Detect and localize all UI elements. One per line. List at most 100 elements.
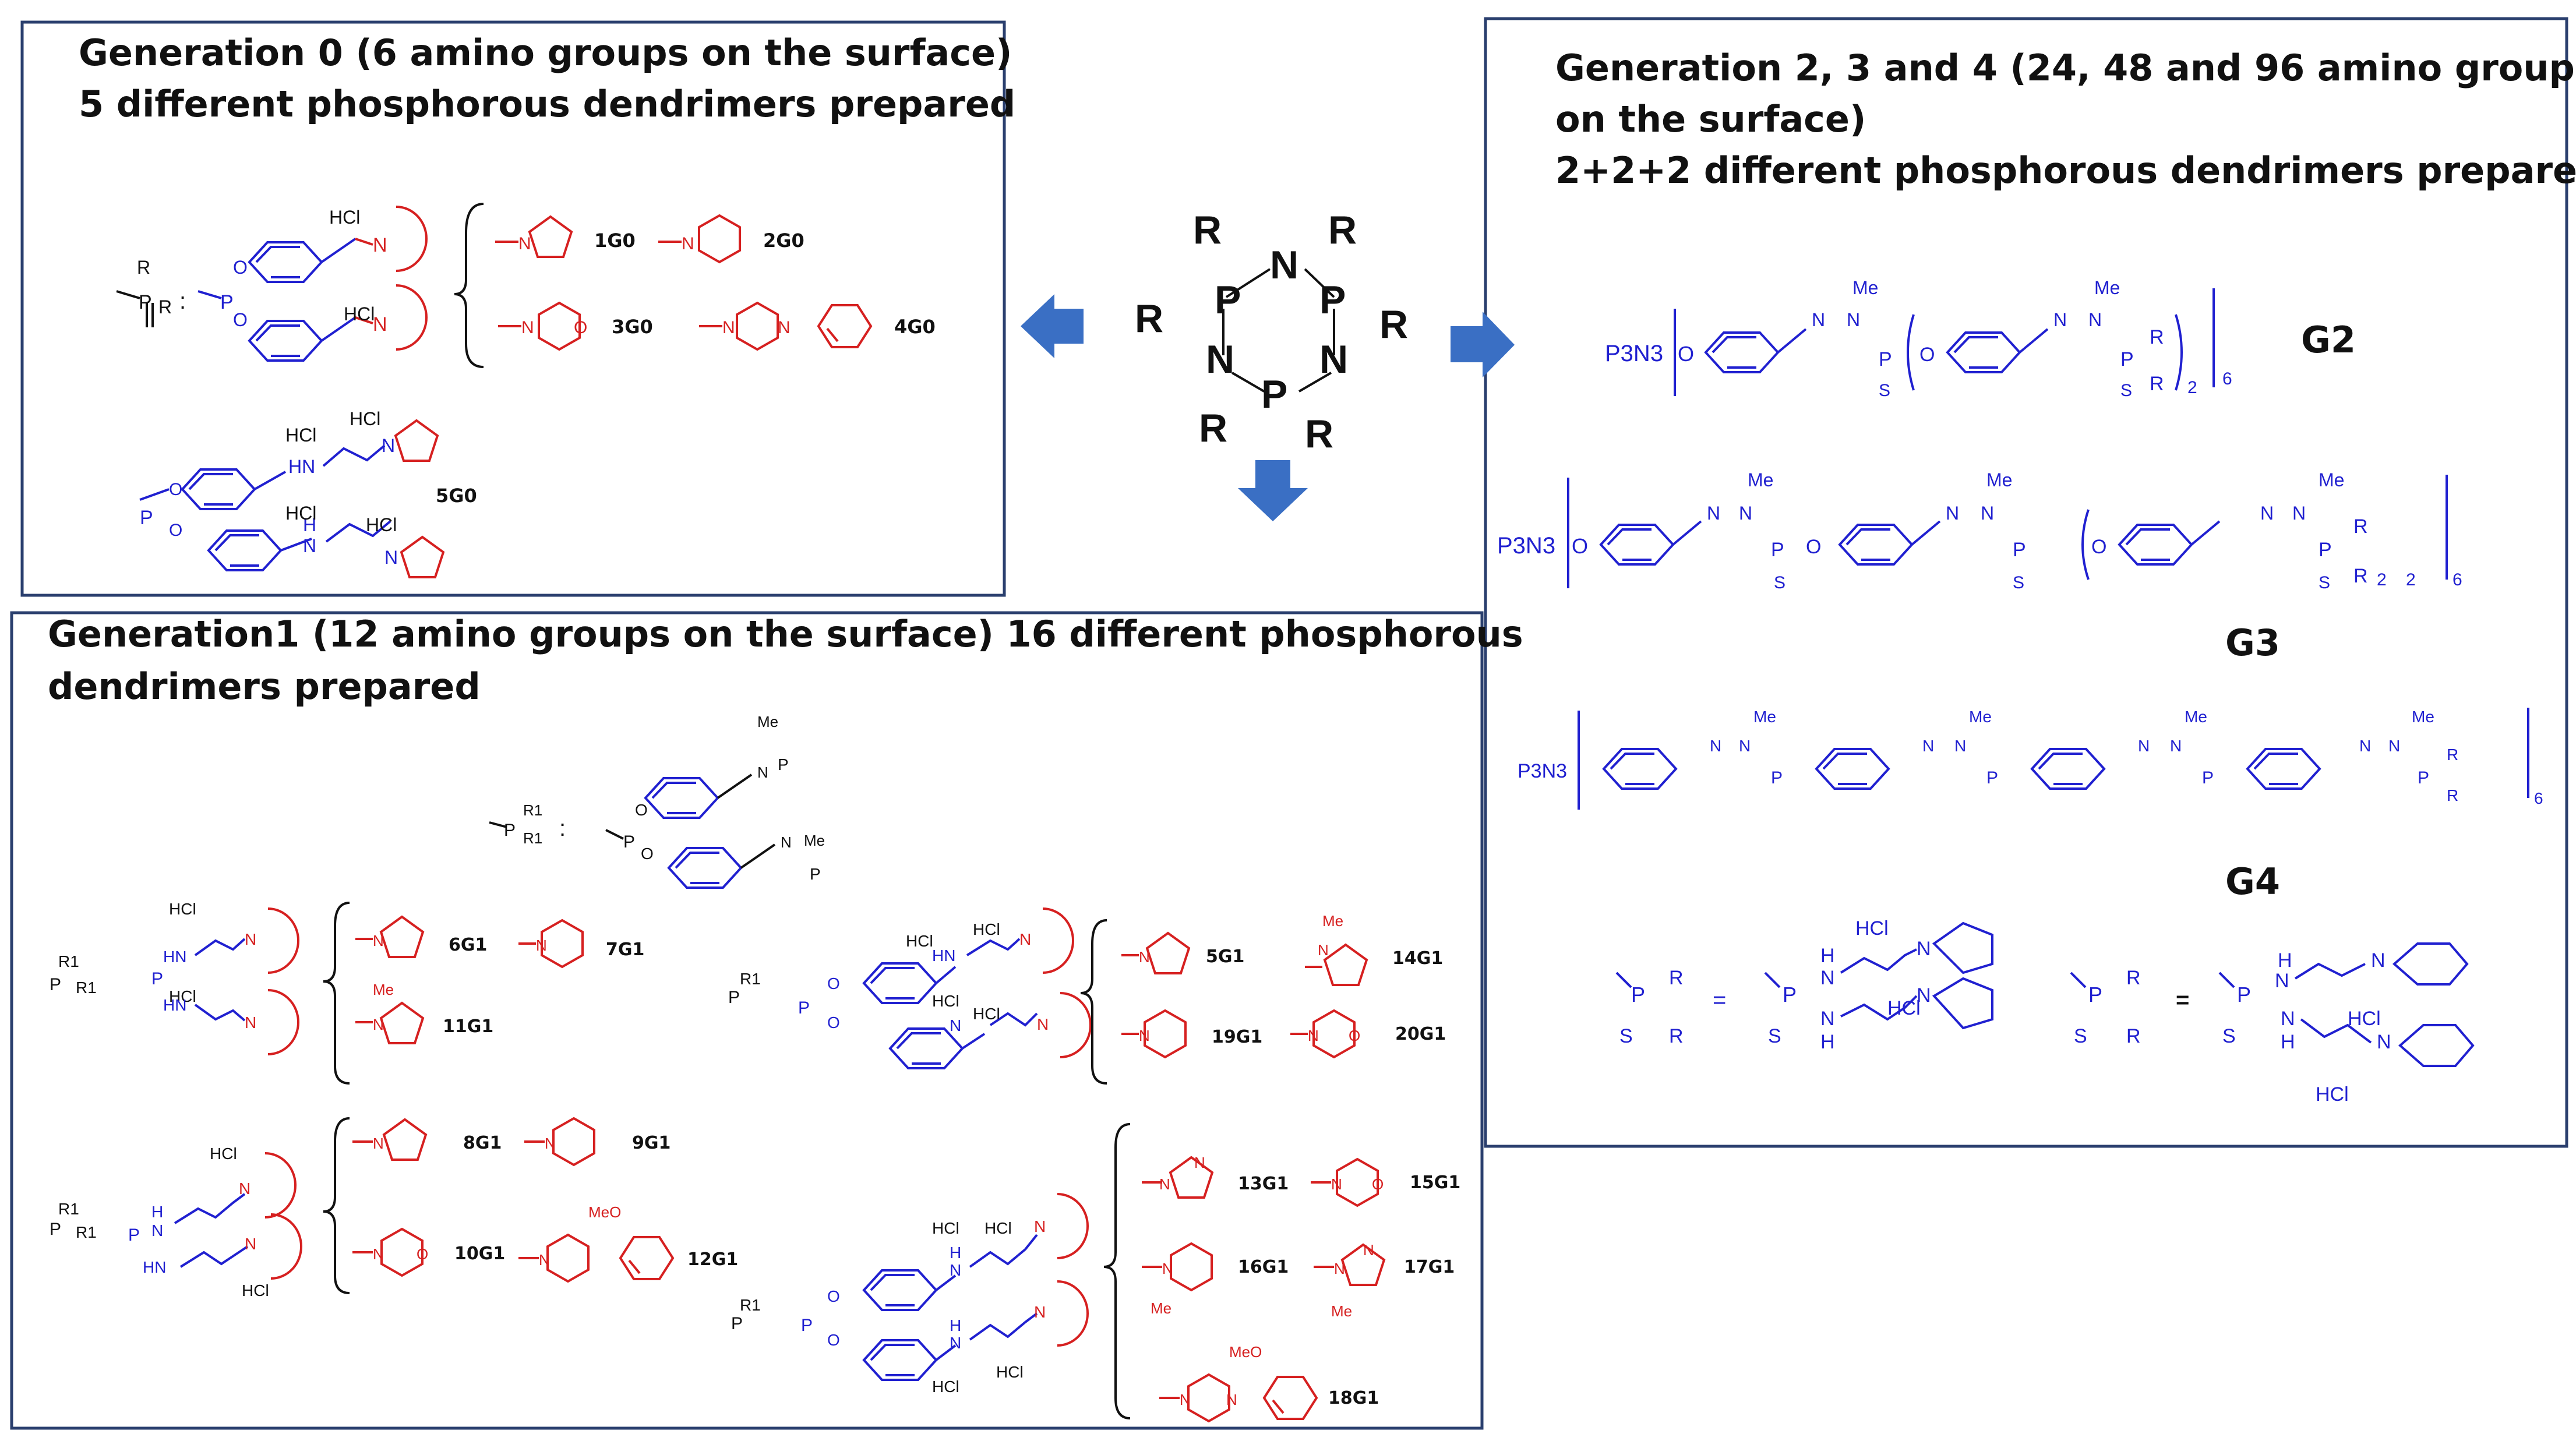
svg-text:O: O xyxy=(1572,534,1588,558)
svg-text:P: P xyxy=(2202,768,2214,787)
svg-text:O: O xyxy=(2091,536,2106,558)
svg-text:HCl: HCl xyxy=(973,1005,1000,1023)
svg-text:P: P xyxy=(1771,539,1784,561)
svg-text::: : xyxy=(179,288,186,314)
svg-text:R: R xyxy=(2150,373,2164,395)
svg-text:N: N xyxy=(373,1016,384,1033)
svg-text:R: R xyxy=(2353,515,2368,538)
core-atom-p2: P xyxy=(1319,278,1346,322)
core-atom-p1: P xyxy=(1215,278,1241,322)
svg-text:O: O xyxy=(1678,342,1694,366)
svg-text:N: N xyxy=(2260,503,2274,524)
compound-2G0: 2G0 xyxy=(763,229,804,252)
svg-text:R: R xyxy=(158,296,172,317)
svg-text:MeO: MeO xyxy=(1229,1343,1262,1361)
svg-text:P: P xyxy=(810,865,821,883)
svg-text:N: N xyxy=(373,1135,384,1152)
svg-text:O: O xyxy=(1349,1027,1360,1044)
svg-text:S: S xyxy=(2120,381,2132,400)
compound-12G1: 12G1 xyxy=(687,1249,738,1270)
svg-text:N: N xyxy=(950,1334,961,1352)
svg-text:N: N xyxy=(1037,1015,1049,1033)
svg-text:N: N xyxy=(1318,941,1329,959)
svg-text:P: P xyxy=(2237,983,2251,1006)
svg-text:Me: Me xyxy=(2185,708,2207,726)
svg-text:N: N xyxy=(2377,1031,2391,1053)
g4-surface-groups: P R R S = P S H N N H N N HCl HCl P R R … xyxy=(1615,917,2475,1106)
gen0-5G0-structure: P O O HN H N N N HCl HCl HCl HCl xyxy=(139,408,444,578)
svg-text:Me: Me xyxy=(1753,708,1776,726)
svg-text:N: N xyxy=(536,937,547,954)
svg-text:N: N xyxy=(373,1245,384,1263)
svg-text:HN: HN xyxy=(932,946,955,965)
compound-13G1: 13G1 xyxy=(1238,1174,1289,1194)
svg-text:P: P xyxy=(2319,539,2332,561)
svg-text:N: N xyxy=(373,932,384,949)
compound-5G1: 5G1 xyxy=(1206,946,1244,967)
svg-text:P: P xyxy=(139,291,152,313)
svg-text:N: N xyxy=(2359,737,2371,755)
svg-text:HCl: HCl xyxy=(973,920,1000,938)
svg-text:P: P xyxy=(50,975,61,994)
svg-text:HN: HN xyxy=(288,456,315,477)
compound-17G1: 17G1 xyxy=(1404,1257,1455,1277)
svg-text:N: N xyxy=(2292,503,2306,524)
svg-text:O: O xyxy=(233,309,248,330)
svg-text:O: O xyxy=(1919,344,1935,366)
svg-text:N: N xyxy=(1707,503,1720,524)
arrow-right xyxy=(1451,312,1515,377)
core-atom-n2: N xyxy=(1206,337,1234,382)
svg-text:O: O xyxy=(1372,1175,1384,1193)
compound-3G0: 3G0 xyxy=(612,316,653,338)
svg-text:N: N xyxy=(1139,1027,1150,1044)
svg-text:P: P xyxy=(1771,768,1783,787)
core-r1: R xyxy=(1193,208,1222,252)
svg-text:HN: HN xyxy=(143,1258,166,1276)
svg-text:N: N xyxy=(682,234,694,253)
compound-4G0: 4G0 xyxy=(894,316,936,338)
core-cyclotriphosphazene: P N P N N P R R R R R R xyxy=(1135,208,1408,456)
svg-text:R: R xyxy=(1669,1025,1684,1047)
svg-text:H: H xyxy=(2281,1031,2295,1053)
gen1-panel xyxy=(10,611,1484,1430)
svg-text:O: O xyxy=(574,318,587,337)
svg-text:P: P xyxy=(1986,768,1998,787)
svg-text:N: N xyxy=(1363,1241,1374,1259)
svg-text:P: P xyxy=(2013,539,2026,561)
core-atom-p3: P xyxy=(1261,372,1287,416)
core-r2: R xyxy=(1135,296,1163,341)
compound-16G1: 16G1 xyxy=(1238,1257,1289,1277)
svg-text:R: R xyxy=(2353,565,2368,587)
svg-text:N: N xyxy=(1331,1175,1342,1193)
svg-text:H: H xyxy=(950,1244,961,1262)
core-r6: R xyxy=(1305,412,1333,456)
svg-text:S: S xyxy=(1768,1025,1781,1047)
g3-formula: P3N3 O N N Me P S O N N Me P S O N N Me … xyxy=(1497,469,2462,592)
svg-text:N: N xyxy=(950,1261,961,1279)
svg-text:R: R xyxy=(2447,786,2458,804)
svg-text:N: N xyxy=(757,764,768,781)
svg-text:P3N3: P3N3 xyxy=(1518,760,1567,782)
compound-14G1: 14G1 xyxy=(1392,948,1443,969)
svg-text:N: N xyxy=(2388,737,2400,755)
svg-text:O: O xyxy=(169,480,182,499)
gen1-title-line1: Generation1 (12 amino groups on the surf… xyxy=(48,613,1523,655)
svg-text:N: N xyxy=(1820,967,1835,989)
svg-text:R: R xyxy=(2126,1025,2141,1047)
svg-text:P: P xyxy=(128,1225,140,1245)
svg-text:P: P xyxy=(1783,983,1797,1006)
svg-text:HCl: HCl xyxy=(169,900,196,918)
svg-text:HCl: HCl xyxy=(329,207,360,228)
svg-text:R: R xyxy=(137,257,150,278)
gen0-scaffold: P R R : P O O N N HCl HCl xyxy=(116,203,484,368)
svg-text:HCl: HCl xyxy=(932,1378,959,1396)
svg-text:P: P xyxy=(2418,768,2429,787)
svg-text:P: P xyxy=(778,755,789,774)
svg-text:H: H xyxy=(2278,949,2292,972)
svg-text:N: N xyxy=(2371,949,2386,972)
svg-text:Me: Me xyxy=(804,832,825,849)
svg-text:S: S xyxy=(1879,381,1890,400)
svg-text:N: N xyxy=(239,1179,250,1198)
svg-text:S: S xyxy=(2319,573,2330,592)
svg-text:S: S xyxy=(1619,1025,1633,1047)
